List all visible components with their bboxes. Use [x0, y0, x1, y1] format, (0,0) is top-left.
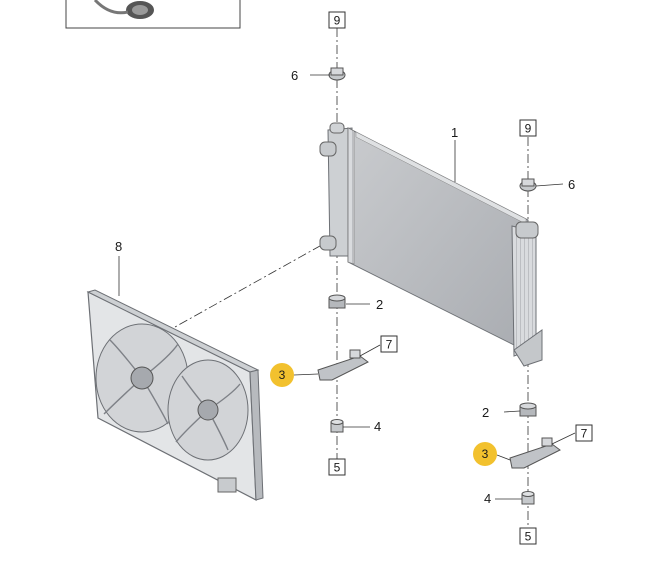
callout-mount-upper-right: 6 [568, 177, 575, 192]
ref-box-top-right-label: 9 [525, 122, 532, 136]
ref-box-bottom-right: 5 [519, 527, 537, 545]
ref-box-bottom-left: 5 [328, 458, 346, 476]
callout-fan-shroud: 8 [115, 239, 122, 254]
callout-lower-mount-left: 2 [376, 297, 383, 312]
ref-box-bracket-left: 7 [380, 335, 398, 353]
radiator [319, 122, 543, 367]
ref-box-bottom-right-label: 5 [525, 530, 532, 544]
ref-box-top-right: 9 [519, 119, 537, 137]
bushing-left [330, 419, 344, 433]
leader-lines [118, 74, 576, 500]
callout-mount-upper-left: 6 [291, 68, 298, 83]
callout-bracket-right: 3 [473, 442, 497, 466]
callout-bushing-right: 4 [484, 491, 491, 506]
lower-mount-right [519, 402, 537, 417]
callout-bracket-left-label: 3 [279, 368, 286, 382]
ref-box-bracket-right-label: 7 [581, 427, 588, 441]
upper-mount-right [519, 178, 537, 192]
ref-box-top-left-label: 9 [334, 14, 341, 28]
callout-radiator: 1 [451, 125, 458, 140]
ref-box-top-left: 9 [328, 11, 346, 29]
fan-shroud [86, 289, 264, 502]
callout-bracket-left: 3 [270, 363, 294, 387]
vehicle-thumbnail [65, 0, 241, 29]
upper-mount-left [328, 67, 346, 81]
bushing-right [521, 491, 535, 505]
callout-bushing-left: 4 [374, 419, 381, 434]
bracket-right [509, 437, 561, 469]
ref-box-bracket-left-label: 7 [386, 338, 393, 352]
lower-mount-left [328, 294, 346, 309]
bracket-left [317, 349, 369, 381]
callout-bracket-right-label: 3 [482, 447, 489, 461]
ref-box-bracket-right: 7 [575, 424, 593, 442]
callout-lower-mount-right: 2 [482, 405, 489, 420]
ref-box-bottom-left-label: 5 [334, 461, 341, 475]
